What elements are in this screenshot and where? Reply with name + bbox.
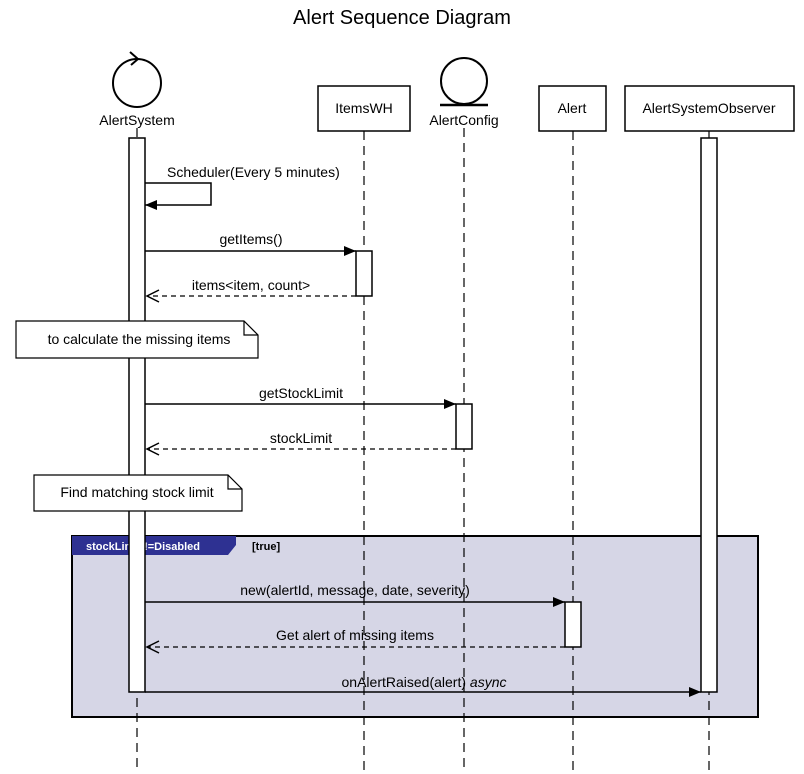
activation-items-wh: [355, 250, 373, 297]
fragment-box: [71, 535, 759, 718]
message-label: Scheduler(Every 5 minutes): [167, 164, 340, 180]
message-label-main: onAlertRaised(alert): [342, 674, 467, 690]
message-label: Get alert of missing items: [276, 627, 434, 643]
message-get-items: getItems(): [145, 231, 356, 256]
fragment-guard: [true]: [252, 541, 280, 553]
message-on-alert-raised: onAlertRaised(alert) async: [145, 674, 701, 697]
message-stock-limit-return: stockLimit: [145, 430, 456, 456]
note-missing-items: to calculate the missing items: [15, 320, 259, 359]
activation-alert: [564, 601, 582, 648]
participant-label: AlertSystem: [99, 112, 174, 128]
message-new-alert: new(alertId, message, date, severity): [145, 582, 565, 607]
message-alert-return: Get alert of missing items: [145, 627, 565, 654]
note-matching-limit: Find matching stock limit: [33, 474, 243, 512]
message-label: items<item, count>: [192, 277, 310, 293]
message-label: stockLimit: [270, 430, 332, 446]
participant-label: Alert: [558, 100, 587, 116]
message-label: onAlertRaised(alert) async: [342, 674, 507, 690]
participant-label: AlertConfig: [429, 112, 498, 128]
activation-alert-system: [128, 137, 146, 693]
message-get-stock-limit: getStockLimit: [145, 385, 456, 409]
message-label: getStockLimit: [259, 385, 343, 401]
participant-items-wh: ItemsWH: [317, 85, 411, 132]
participant-alert-system: AlertSystem: [99, 51, 175, 128]
diagram-title: Alert Sequence Diagram: [293, 7, 511, 29]
note-text: Find matching stock limit: [60, 484, 213, 500]
combined-fragment: stockLimit !=Disabled [true]: [71, 535, 759, 718]
control-icon: [112, 51, 162, 108]
message-label-async: async: [470, 674, 507, 690]
activation-alert-config: [455, 403, 473, 450]
participant-alert-config: AlertConfig: [429, 57, 499, 128]
message-label: getItems(): [219, 231, 282, 247]
note-text: to calculate the missing items: [48, 331, 231, 347]
activation-alert-system-observer: [700, 137, 718, 693]
participant-alert: Alert: [538, 85, 607, 132]
participant-label: ItemsWH: [335, 100, 393, 116]
entity-icon: [440, 57, 488, 107]
participant-label: AlertSystemObserver: [642, 100, 775, 116]
message-scheduler: Scheduler(Every 5 minutes): [145, 164, 340, 210]
message-label: new(alertId, message, date, severity): [240, 582, 470, 598]
message-items-return: items<item, count>: [145, 277, 356, 303]
participant-alert-system-observer: AlertSystemObserver: [624, 85, 795, 132]
fragment-operator-tab: [72, 536, 236, 555]
